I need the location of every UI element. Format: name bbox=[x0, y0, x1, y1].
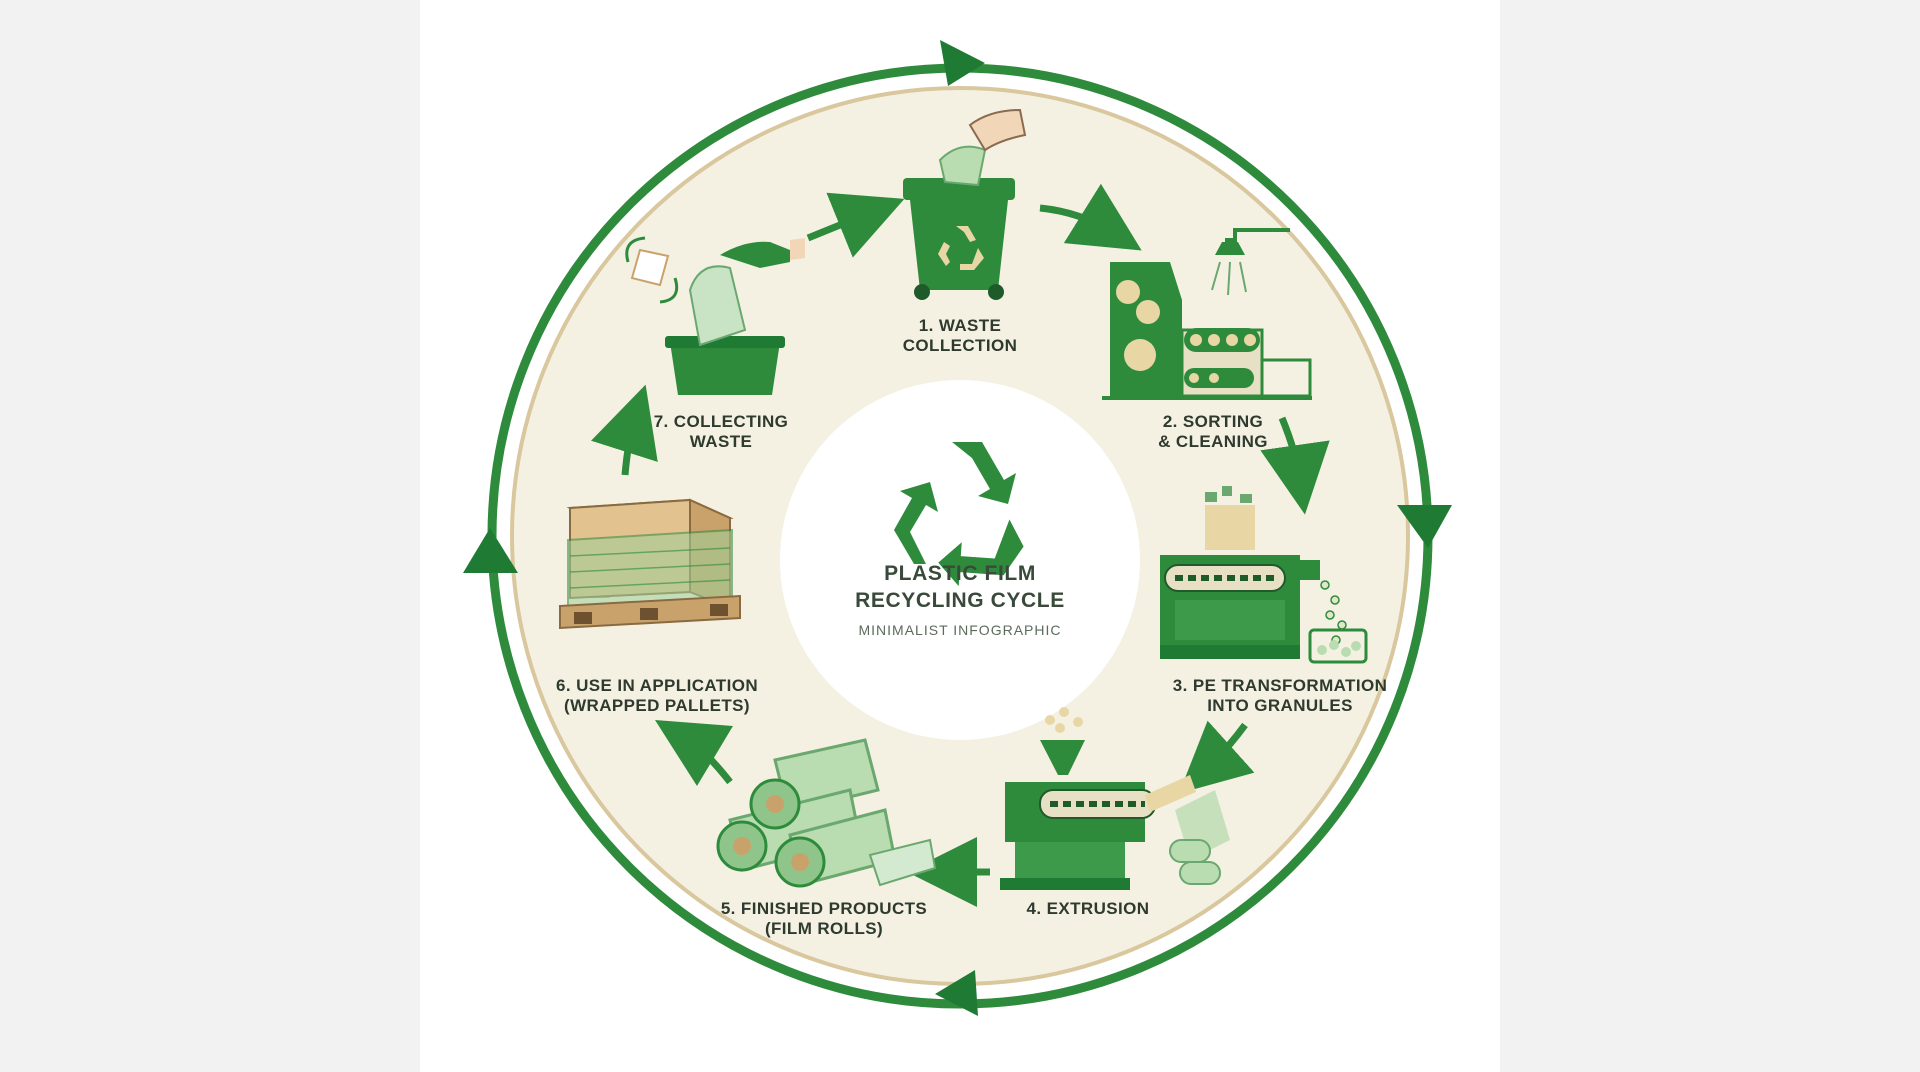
wrapped-pallet-icon bbox=[559, 498, 741, 630]
step-5-label: 5. FINISHED PRODUCTS (FILM ROLLS) bbox=[720, 899, 928, 938]
step-1-label: 1. WASTE COLLECTION bbox=[902, 316, 1018, 355]
sorting-machine-icon bbox=[1102, 228, 1312, 400]
inner-arrow-2-to-3 bbox=[1260, 416, 1330, 515]
page-subtitle: MINIMALIST INFOGRAPHIC bbox=[858, 622, 1062, 638]
inner-arrow-6-to-7 bbox=[591, 384, 658, 476]
title-line-1: PLASTIC FILM bbox=[884, 562, 1036, 585]
collecting-bin-icon bbox=[625, 236, 805, 395]
step-7-label: 7. COLLECTING WASTE bbox=[653, 412, 789, 451]
film-rolls-icon bbox=[716, 738, 937, 888]
inner-arrow-3-to-4 bbox=[1178, 720, 1255, 794]
recycling-bin-icon bbox=[903, 108, 1027, 300]
inner-arrow-1-to-2 bbox=[1039, 183, 1142, 251]
outer-arrowhead-right bbox=[1397, 505, 1452, 548]
page-title: PLASTIC FILM RECYCLING CYCLE bbox=[840, 560, 1080, 614]
step-4-label: 4. EXTRUSION bbox=[1026, 899, 1150, 918]
outer-arrowhead-bottom bbox=[935, 970, 978, 1016]
outer-arrowhead-top bbox=[940, 40, 985, 86]
step-6-label: 6. USE IN APPLICATION (WRAPPED PALLETS) bbox=[555, 676, 759, 715]
outer-arrowhead-left bbox=[463, 528, 518, 573]
step-3-label: 3. PE TRANSFORMATION INTO GRANULES bbox=[1172, 676, 1388, 715]
inner-arrow-7-to-1 bbox=[806, 192, 905, 258]
step-2-label: 2. SORTING & CLEANING bbox=[1158, 412, 1268, 451]
recycle-symbol-icon bbox=[894, 442, 1024, 587]
extruder-icon bbox=[1000, 707, 1230, 890]
title-line-2: RECYCLING CYCLE bbox=[855, 589, 1065, 612]
inner-arrow-5-to-6 bbox=[654, 719, 734, 787]
granulator-icon bbox=[1160, 486, 1368, 664]
